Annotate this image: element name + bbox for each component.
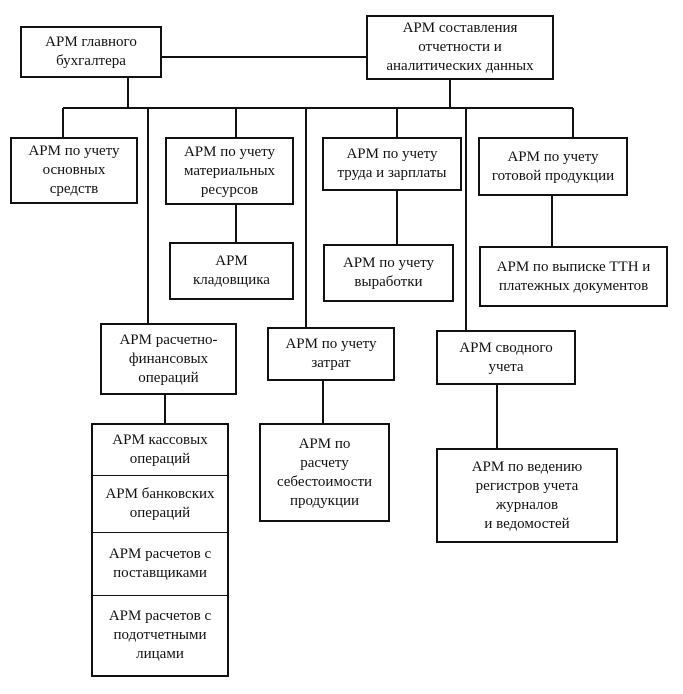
storekeeper-box: АРМ кладовщика [169,242,294,300]
cash-operations-cell: АРМ кассовых операций [112,432,208,467]
chief-accountant-box: АРМ главного бухгалтера [20,26,162,78]
reporting-box: АРМ составления отчетности и аналитическ… [366,15,554,80]
costs-box: АРМ по учету затрат [267,327,395,381]
bank-operations-cell: АРМ банковских операций [93,475,227,532]
supplier-settlements-cell: АРМ расчетов с поставщиками [93,532,227,595]
accountable-persons-cell: АРМ расчетов с подотчетными лицами [93,595,227,675]
materials-box: АРМ по учету материальных ресурсов [165,137,294,205]
output-box: АРМ по учету выработки [323,244,454,302]
finished-products-box: АРМ по учету готовой продукции [478,137,628,196]
ttn-box: АРМ по выписке ТТН и платежных документо… [479,246,668,307]
cost-calculation-box: АРМ по расчету себестоимости продукции [259,423,390,522]
fixed-assets-box: АРМ по учету основных средств [10,137,138,204]
summary-box: АРМ сводного учета [436,330,576,385]
registers-box: АРМ по ведению регистров учета журналов … [436,448,618,543]
settlement-finance-box: АРМ расчетно- финансовых операций [100,323,237,395]
labor-salary-box: АРМ по учету труда и зарплаты [322,137,462,191]
settlement-operations-stack: АРМ кассовых операций АРМ банковских опе… [91,423,229,677]
